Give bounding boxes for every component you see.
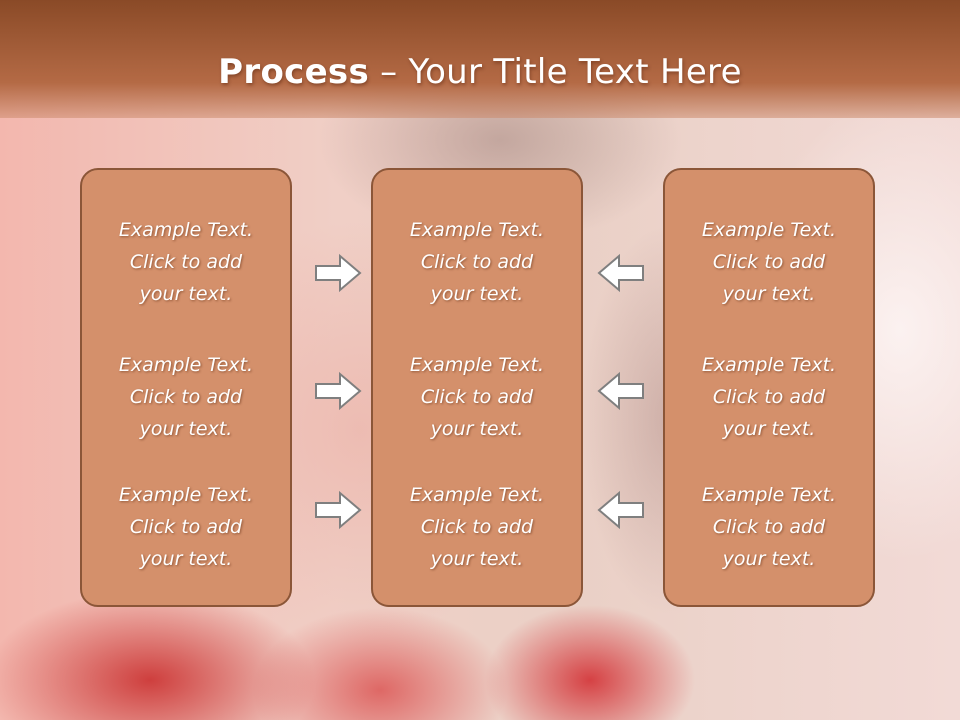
text-block[interactable]: Example Text. Click to add your text. [665,479,873,575]
text-block[interactable]: Example Text. Click to add your text. [82,349,290,445]
text-line: Click to add [420,386,534,408]
text-line: Click to add [712,516,826,538]
process-box-left[interactable]: Example Text. Click to add your text. Ex… [80,168,292,607]
text-line: Example Text. [409,484,545,506]
slide-title[interactable]: Process – Your Title Text Here [0,52,960,92]
text-line: your text. [139,283,233,305]
text-line: Example Text. [701,219,837,241]
text-line: Example Text. [409,219,545,241]
title-rest-part: – Your Title Text Here [369,52,742,92]
text-line: Example Text. [118,219,254,241]
text-line: your text. [430,418,524,440]
text-line: Example Text. [701,354,837,376]
arrow-right-icon[interactable] [314,253,362,293]
text-block[interactable]: Example Text. Click to add your text. [82,479,290,575]
text-line: Click to add [129,251,243,273]
arrow-left-icon[interactable] [597,371,645,411]
text-line: your text. [722,283,816,305]
text-line: your text. [430,548,524,570]
title-banner [0,0,960,118]
text-block[interactable]: Example Text. Click to add your text. [373,214,581,310]
text-line: your text. [139,548,233,570]
text-block[interactable]: Example Text. Click to add your text. [665,349,873,445]
text-block[interactable]: Example Text. Click to add your text. [665,214,873,310]
text-block[interactable]: Example Text. Click to add your text. [373,349,581,445]
text-line: Click to add [129,516,243,538]
process-box-center[interactable]: Example Text. Click to add your text. Ex… [371,168,583,607]
process-box-right[interactable]: Example Text. Click to add your text. Ex… [663,168,875,607]
text-block[interactable]: Example Text. Click to add your text. [373,479,581,575]
text-line: Click to add [420,516,534,538]
text-line: Click to add [712,386,826,408]
text-line: Example Text. [701,484,837,506]
text-line: Click to add [129,386,243,408]
text-line: Click to add [712,251,826,273]
title-bold-part: Process [218,52,370,92]
text-line: Example Text. [409,354,545,376]
arrow-left-icon[interactable] [597,490,645,530]
text-line: your text. [722,548,816,570]
text-line: Click to add [420,251,534,273]
arrow-right-icon[interactable] [314,490,362,530]
text-line: your text. [139,418,233,440]
text-line: Example Text. [118,354,254,376]
arrow-left-icon[interactable] [597,253,645,293]
arrow-right-icon[interactable] [314,371,362,411]
text-line: your text. [722,418,816,440]
text-block[interactable]: Example Text. Click to add your text. [82,214,290,310]
text-line: Example Text. [118,484,254,506]
text-line: your text. [430,283,524,305]
